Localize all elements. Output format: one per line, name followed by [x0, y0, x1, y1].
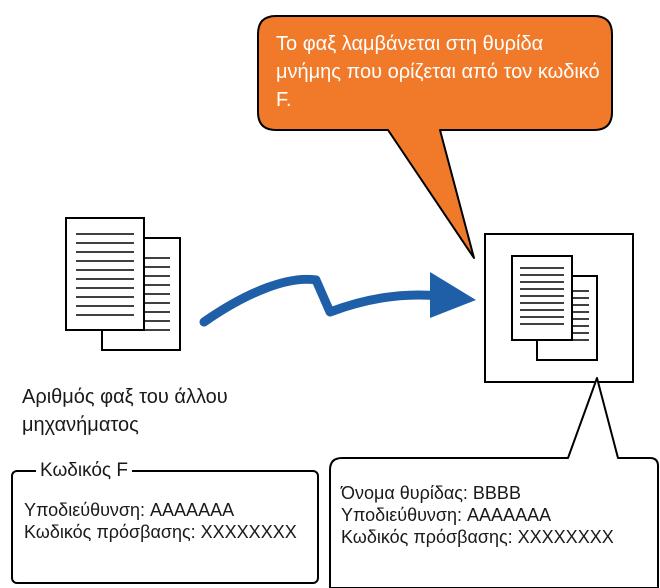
code-f-title: Κωδικός F: [36, 460, 132, 482]
code-f-box: [11, 470, 319, 584]
sender-fax-number-label: Αριθμός φαξ του άλλου μηχανήματος: [22, 386, 228, 436]
code-f-details: Υποδιεύθυνση: AAAAAAA Κωδικός πρόσβασης:…: [24, 499, 314, 543]
sender-document-icon: [65, 217, 181, 351]
mailbox-name: Όνομα θυρίδας: BBBB: [341, 483, 521, 503]
mailbox-details: Όνομα θυρίδας: BBBB Υποδιεύθυνση: AAAAAA…: [341, 482, 660, 548]
mailbox-subaddress: Υποδιεύθυνση: AAAAAAA: [341, 505, 552, 525]
code-f-password: Κωδικός πρόσβασης: XXXXXXXX: [24, 522, 297, 542]
mailbox-info-callout: [329, 377, 659, 588]
mailbox-password: Κωδικός πρόσβασης: XXXXXXXX: [341, 527, 614, 547]
transmission-arrow: [199, 272, 476, 327]
received-document-icon: [511, 255, 598, 361]
code-f-subaddress: Υποδιεύθυνση: AAAAAAA: [24, 500, 235, 520]
callout-text: Το φαξ λαμβάνεται στη θυρίδα μνήμης που …: [276, 33, 600, 111]
callout-bubble: [257, 15, 613, 259]
